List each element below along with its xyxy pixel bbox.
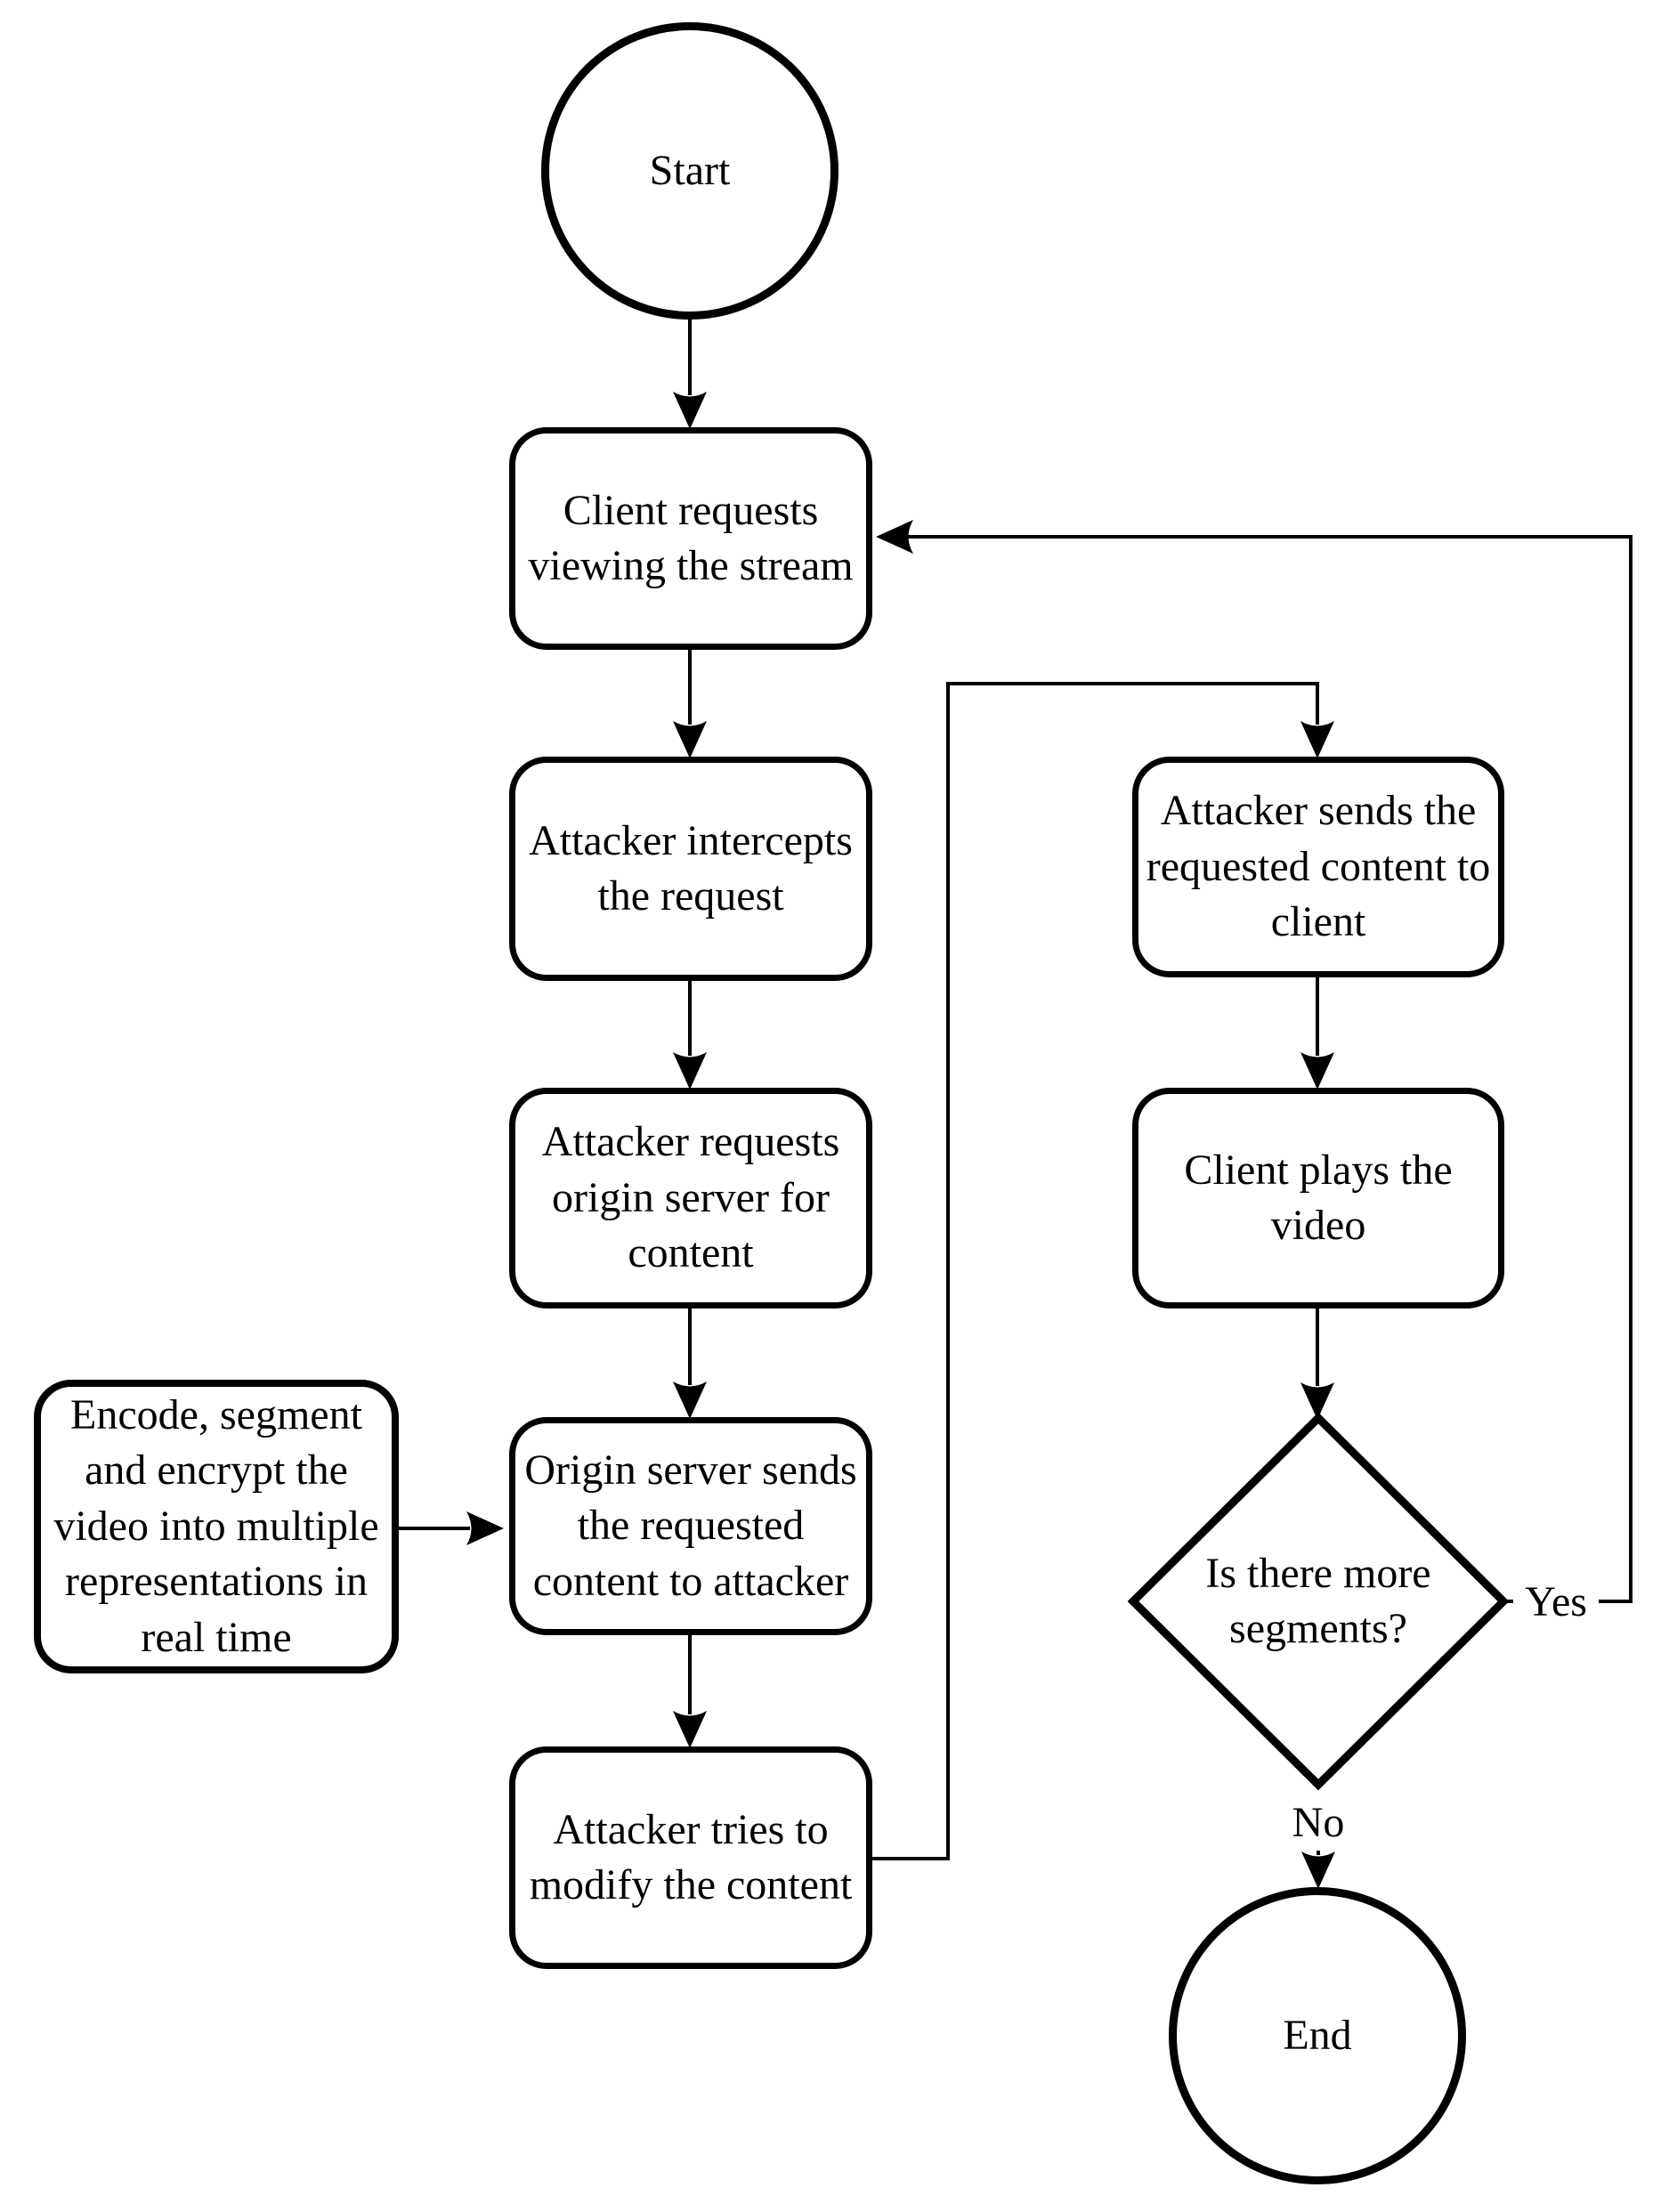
end-node-label: End — [1283, 2011, 1352, 2059]
origin-sends-node: Origin server sends the requested conten… — [509, 1417, 872, 1635]
attacker-intercepts-node: Attacker intercepts the request — [509, 757, 872, 981]
arrowhead-icon — [673, 721, 707, 758]
end-node: End — [1169, 1887, 1466, 2184]
arrowhead-icon — [1301, 1851, 1335, 1889]
decision-more-segments-node: Is there more segments? — [1149, 1512, 1487, 1690]
arrowhead-icon — [673, 1052, 707, 1090]
arrowhead-icon — [1300, 721, 1334, 758]
client-plays-node: Client plays the video — [1132, 1088, 1504, 1309]
arrowhead-icon — [1300, 1382, 1334, 1420]
origin-sends-label: Origin server sends the requested conten… — [524, 1446, 857, 1605]
arrowhead-icon — [673, 392, 707, 429]
arrowhead-icon — [673, 1711, 707, 1748]
client-requests-label: Client requests viewing the stream — [528, 486, 854, 589]
arrowhead-icon — [466, 1511, 504, 1545]
no-edge-label: No — [1274, 1794, 1363, 1851]
client-requests-node: Client requests viewing the stream — [509, 427, 872, 650]
attacker-requests-label: Attacker requests origin server for cont… — [541, 1118, 840, 1277]
attacker-intercepts-label: Attacker intercepts the request — [529, 816, 853, 920]
client-plays-label: Client plays the video — [1184, 1146, 1453, 1249]
decision-more-segments-label: Is there more segments? — [1205, 1549, 1431, 1652]
start-node: Start — [541, 22, 839, 320]
arrowhead-icon — [1300, 1052, 1334, 1090]
arrowhead-icon — [673, 1381, 707, 1419]
attacker-sends-label: Attacker sends the requested content to … — [1146, 787, 1491, 946]
start-node-label: Start — [649, 146, 731, 194]
encode-segment-node: Encode, segment and encrypt the video in… — [34, 1380, 399, 1673]
attacker-sends-node: Attacker sends the requested content to … — [1132, 757, 1504, 977]
edge-attacker-modifies-to-attacker-sends — [872, 682, 1319, 1860]
edge-decision-yes-loop — [908, 535, 1633, 1603]
attacker-requests-node: Attacker requests origin server for cont… — [509, 1088, 872, 1309]
attacker-modifies-node: Attacker tries to modify the content — [509, 1746, 872, 1969]
arrowhead-icon — [876, 520, 913, 554]
yes-edge-label: Yes — [1513, 1573, 1599, 1630]
encode-segment-label: Encode, segment and encrypt the video in… — [53, 1391, 379, 1661]
decision-diamond-shape — [1127, 1412, 1510, 1791]
attacker-modifies-label: Attacker tries to modify the content — [529, 1805, 853, 1908]
